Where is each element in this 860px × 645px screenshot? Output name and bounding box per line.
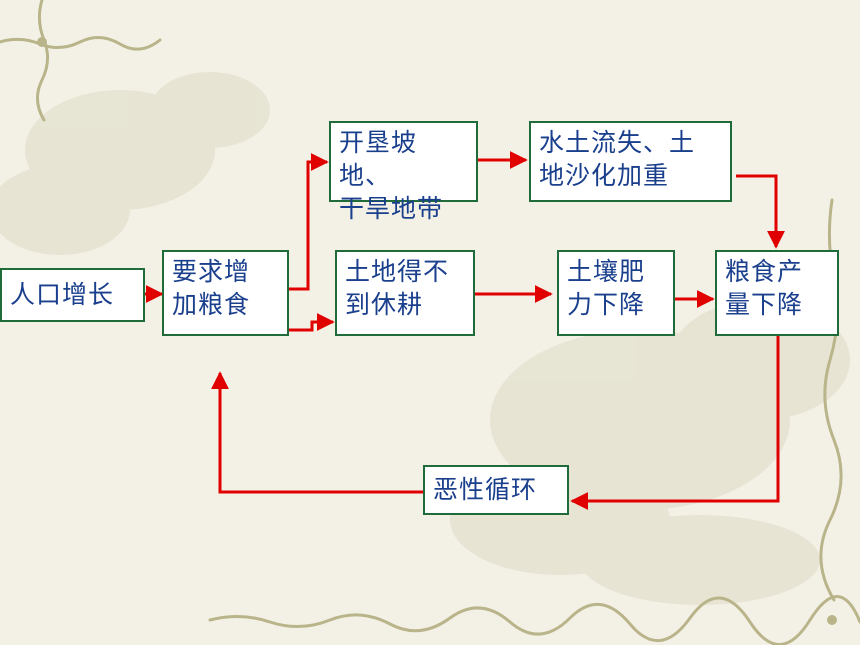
node-fertility: 土壤肥 力下降	[557, 250, 675, 336]
node-reclaim: 开垦坡地、 干旱地带	[329, 121, 478, 223]
node-erosion: 水土流失、土 地沙化加重	[529, 121, 732, 202]
node-no-fallow: 土地得不 到休耕	[335, 250, 475, 336]
node-cycle: 恶性循环	[423, 465, 569, 515]
arrow-demand-to-reclaim	[289, 153, 329, 291]
arrow-demand-to-nofallow	[289, 313, 335, 332]
arrow-yield-to-cycle	[570, 332, 780, 510]
node-grain-demand: 要求增 加粮食	[162, 250, 289, 336]
arrow-cycle-to-demand	[211, 371, 423, 494]
node-yield: 粮食产 量下降	[715, 250, 839, 336]
node-population: 人口增长	[0, 268, 145, 322]
arrow-erosion-to-yield	[736, 174, 785, 249]
